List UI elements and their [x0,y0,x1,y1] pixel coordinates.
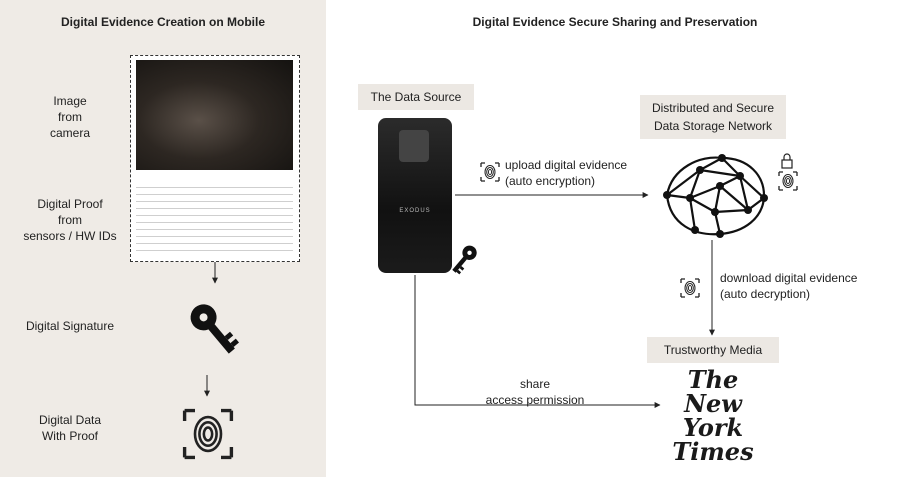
fingerprint-icon [680,278,700,298]
camera-module [399,130,429,162]
camera-photo [136,60,293,170]
fingerprint-icon [480,162,500,182]
phone-brand: EXODUS [399,208,431,214]
key-icon [452,245,477,275]
evidence-document [130,55,300,262]
left-title: Digital Evidence Creation on Mobile [60,15,266,29]
data-source-label: The Data Source [358,84,474,110]
right-title: Digital Evidence Secure Sharing and Pres… [472,15,758,29]
trustworthy-media-label: Trustworthy Media [647,337,779,363]
share-arrow [414,275,661,408]
signature-label: Digital Signature [25,319,115,333]
fingerprint-icon [778,171,798,191]
fingerprint-icon [182,408,234,460]
lock-icon [781,153,793,169]
sensor-data-sheet [136,181,293,257]
phone-device: EXODUS [378,118,452,273]
download-label: download digital evidence(auto decryptio… [720,271,858,301]
upload-label: upload digital evidence(auto encryption) [505,158,628,188]
network-icon [663,154,768,238]
key-icon [190,304,239,354]
